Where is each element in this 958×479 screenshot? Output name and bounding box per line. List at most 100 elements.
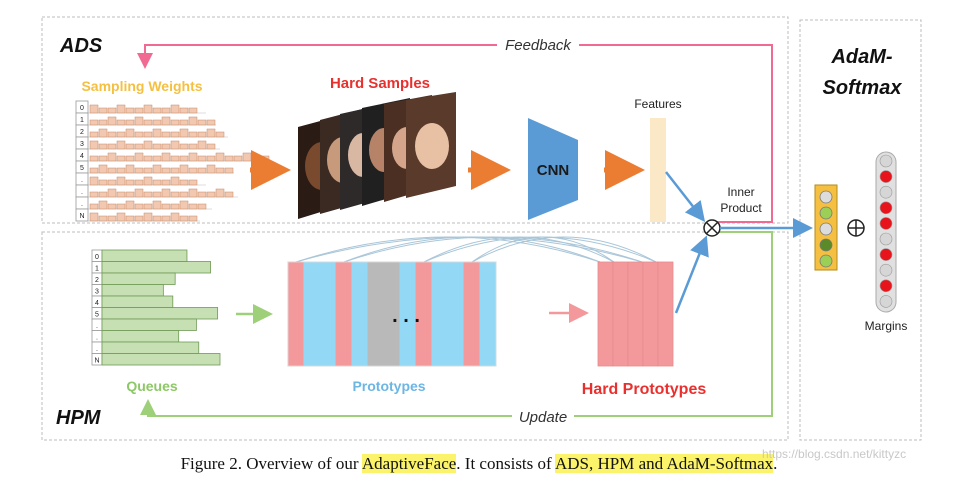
ads-weight-cell <box>89 104 99 114</box>
ads-weight-cell <box>107 131 117 138</box>
ads-weight-cell <box>125 191 135 198</box>
margin-dot <box>879 279 893 293</box>
margin-dot <box>879 295 893 308</box>
ads-weight-cell <box>197 119 207 126</box>
ads-weight-cell <box>125 164 135 174</box>
ads-weight-cell <box>125 215 135 222</box>
ads-weight-cell <box>143 203 153 210</box>
ads-weight-cell <box>224 155 234 162</box>
watermark: https://blog.csdn.net/kittyzc <box>762 447 907 461</box>
margin-dot <box>879 170 893 183</box>
feedback-label: Feedback <box>505 37 572 54</box>
ads-weight-cell <box>152 191 162 198</box>
ads-weight-cell <box>116 119 126 126</box>
queue-bar <box>101 261 211 274</box>
queue-row-label: . <box>96 346 98 353</box>
ads-weight-cell <box>179 128 189 138</box>
ads-weight-cell <box>116 131 126 138</box>
ads-weight-cell <box>170 191 180 198</box>
queue-bar <box>101 330 180 343</box>
ads-weight-cell <box>134 116 144 126</box>
ads-weight-cell <box>206 143 216 150</box>
ads-weight-cell <box>98 215 108 222</box>
ads-weight-cell <box>197 167 207 174</box>
ads-weight-cell <box>215 167 225 174</box>
ads-weight-cell <box>143 119 153 126</box>
ads-row-label: . <box>81 189 83 196</box>
queue-bar <box>101 249 188 262</box>
ads-weight-cell <box>98 128 108 138</box>
output-dot <box>819 238 833 252</box>
ads-weight-cell <box>215 131 225 138</box>
caption-highlight-adaptiveface: AdaptiveFace <box>361 454 457 473</box>
ads-weight-cell <box>116 176 126 186</box>
queue-bar <box>101 318 197 331</box>
ads-weight-cell <box>179 215 189 222</box>
queue-row-label: 1 <box>95 266 99 273</box>
ads-weight-cell <box>161 215 171 222</box>
update-label: Update <box>519 409 567 426</box>
ads-weight-cell <box>260 155 270 162</box>
ads-weight-cell <box>161 203 171 210</box>
ads-weight-cell <box>98 143 108 150</box>
ads-weight-cell <box>233 155 243 162</box>
hpm-box <box>41 231 789 441</box>
oplus-symbol <box>847 219 865 237</box>
cnn-block <box>528 118 578 220</box>
hard-prototype-column <box>642 261 659 367</box>
ads-weight-cell <box>125 128 135 138</box>
ads-weight-cell <box>116 212 126 222</box>
ads-weight-cell <box>179 107 189 114</box>
ads-row-label: 4 <box>80 153 84 160</box>
feedback-line <box>137 44 773 223</box>
ads-row-label: N <box>79 213 84 220</box>
ads-weight-cell <box>179 191 189 198</box>
ads-weight-cell <box>188 107 198 114</box>
ads-weight-cell <box>107 188 117 198</box>
queue-row-label: 4 <box>95 300 99 307</box>
ads-weight-cell <box>107 179 117 186</box>
ads-row-label: 5 <box>80 165 84 172</box>
queue-bar <box>101 272 176 285</box>
hard-prototype-column <box>597 261 614 367</box>
output-dot <box>819 254 833 268</box>
ads-weight-cell <box>161 116 171 126</box>
margins-label: Margins <box>865 319 908 333</box>
ads-weight-cell <box>179 179 189 186</box>
queue-bar <box>101 307 219 320</box>
ads-weight-cell <box>152 107 162 114</box>
ads-weight-cell <box>224 167 234 174</box>
ads-weight-cell <box>170 140 180 150</box>
ads-weight-cell <box>143 176 153 186</box>
caption-suffix: . <box>773 454 778 473</box>
ads-weight-cell <box>188 179 198 186</box>
prototype-column <box>431 261 449 367</box>
ads-row-index-cell <box>75 208 89 222</box>
feature-bar <box>650 118 666 222</box>
ads-weight-cell <box>125 107 135 114</box>
ads-weight-cell <box>179 164 189 174</box>
ads-row-label: 2 <box>80 129 84 136</box>
ads-weight-cell <box>125 143 135 150</box>
ads-weight-cell <box>188 131 198 138</box>
hard-prototypes-block <box>597 261 674 367</box>
queue-bar <box>101 341 200 354</box>
sampling-weights-label: Sampling Weights <box>81 78 202 94</box>
ads-weight-cell <box>134 143 144 150</box>
inner-label: Inner <box>727 185 754 199</box>
arrow-features-to-product <box>665 171 706 222</box>
ads-weight-cell <box>170 131 180 138</box>
prototype-column <box>463 261 481 367</box>
ads-weight-cell <box>170 203 180 210</box>
ads-weight-cell <box>179 200 189 210</box>
prototype-column <box>335 261 353 367</box>
ads-weight-cell <box>170 212 180 222</box>
prototype-column <box>367 261 385 367</box>
prototype-column <box>287 261 305 367</box>
ads-weight-cell <box>125 119 135 126</box>
selection-arc <box>343 236 601 263</box>
hard-samples-images <box>298 92 456 219</box>
margin-dot <box>879 185 893 199</box>
